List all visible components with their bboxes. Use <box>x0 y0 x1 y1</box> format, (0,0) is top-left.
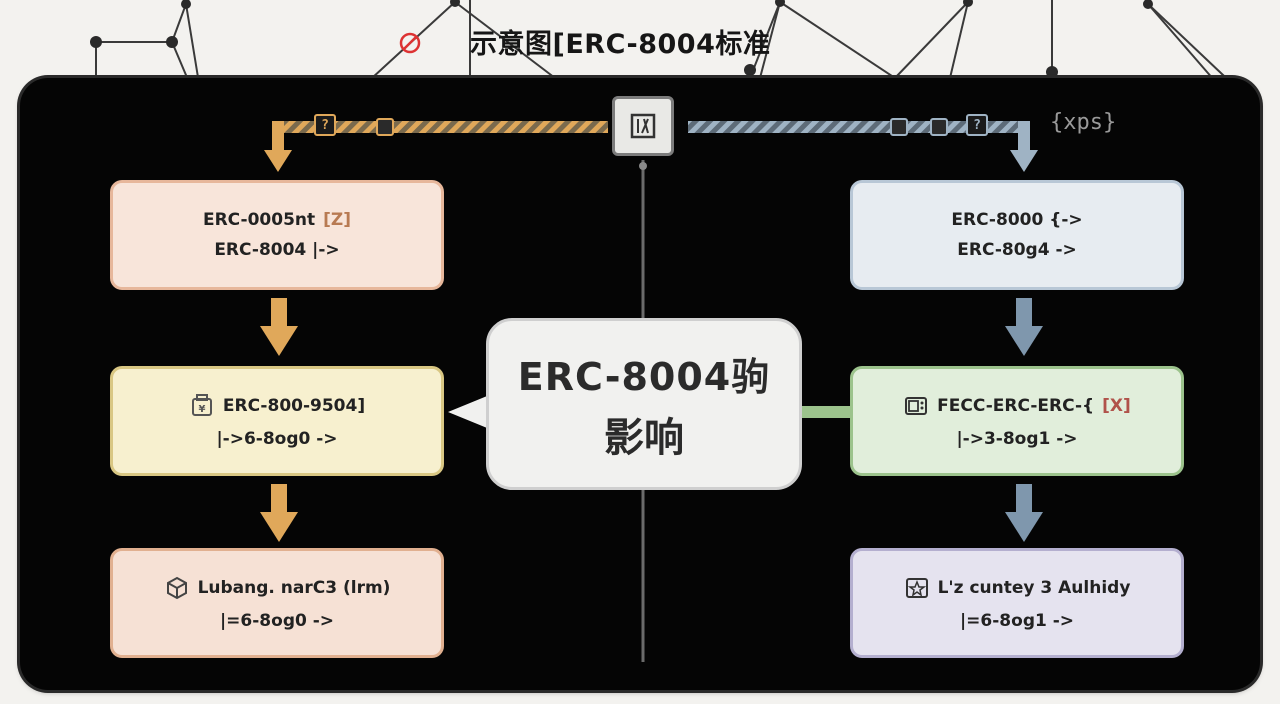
center-bubble-line2: 影响 <box>604 414 684 461</box>
right-box-2-line1: FECC-ERC-ERC-{ <box>937 396 1095 416</box>
chip-icon <box>630 113 656 139</box>
center-bubble: ERC-8004驹 影响 <box>486 318 802 490</box>
center-chip <box>612 96 674 156</box>
right-box-1-line1: ERC-8000 {-> <box>951 210 1083 230</box>
right-box-1: ERC-8000 {-> ERC-80g4 -> <box>850 180 1184 290</box>
left-chip: ? <box>314 114 336 136</box>
left-box-1: ERC-0005nt [Z] ERC-8004 |-> <box>110 180 444 290</box>
right-chip: ? <box>966 114 988 136</box>
right-box-2-line2: |->3-8og1 -> <box>956 429 1078 449</box>
left-box-1-line1: ERC-0005nt <box>202 210 316 230</box>
prohibited-icon <box>399 32 421 54</box>
cube-icon <box>166 576 187 600</box>
star-box-icon <box>905 578 928 598</box>
left-box-2-line2: |->6-8og0 -> <box>216 429 338 449</box>
right-box-3-line1: L'z cuntey 3 Aulhidy <box>937 578 1131 598</box>
left-box-3: Lubang. narC3 (lrm) |=6-8og0 -> <box>110 548 444 658</box>
left-box-2-line1: ERC-800-9504] <box>222 396 366 416</box>
right-box-3: L'z cuntey 3 Aulhidy |=6-8og1 -> <box>850 548 1184 658</box>
left-box-1-tag: [Z] <box>323 210 352 230</box>
device-icon <box>905 397 928 415</box>
left-box-1-line2: ERC-8004 |-> <box>214 240 340 260</box>
center-bubble-line1: ERC-8004驹 <box>517 354 771 399</box>
left-box-3-line1: Lubang. narC3 (lrm) <box>197 578 391 598</box>
right-box-1-line2: ERC-80g4 -> <box>957 240 1077 260</box>
diagram-title: 示意图[ERC-8004标准 <box>470 29 771 60</box>
wallet-icon: ¥ <box>191 394 212 416</box>
left-box-2: ¥ ERC-800-9504] |->6-8og0 -> <box>110 366 444 476</box>
left-box-3-line2: |=6-8og0 -> <box>219 611 335 631</box>
right-mini-chip-a <box>890 118 908 136</box>
right-mini-chip-b <box>930 118 948 136</box>
corner-label: {xps} <box>1050 110 1117 135</box>
left-mini-chip <box>376 118 394 136</box>
right-box-2-tag: [X] <box>1102 396 1131 416</box>
svg-text:¥: ¥ <box>198 404 205 415</box>
right-box-2: FECC-ERC-ERC-{ [X] |->3-8og1 -> <box>850 366 1184 476</box>
right-box-3-line2: |=6-8og1 -> <box>959 611 1075 631</box>
